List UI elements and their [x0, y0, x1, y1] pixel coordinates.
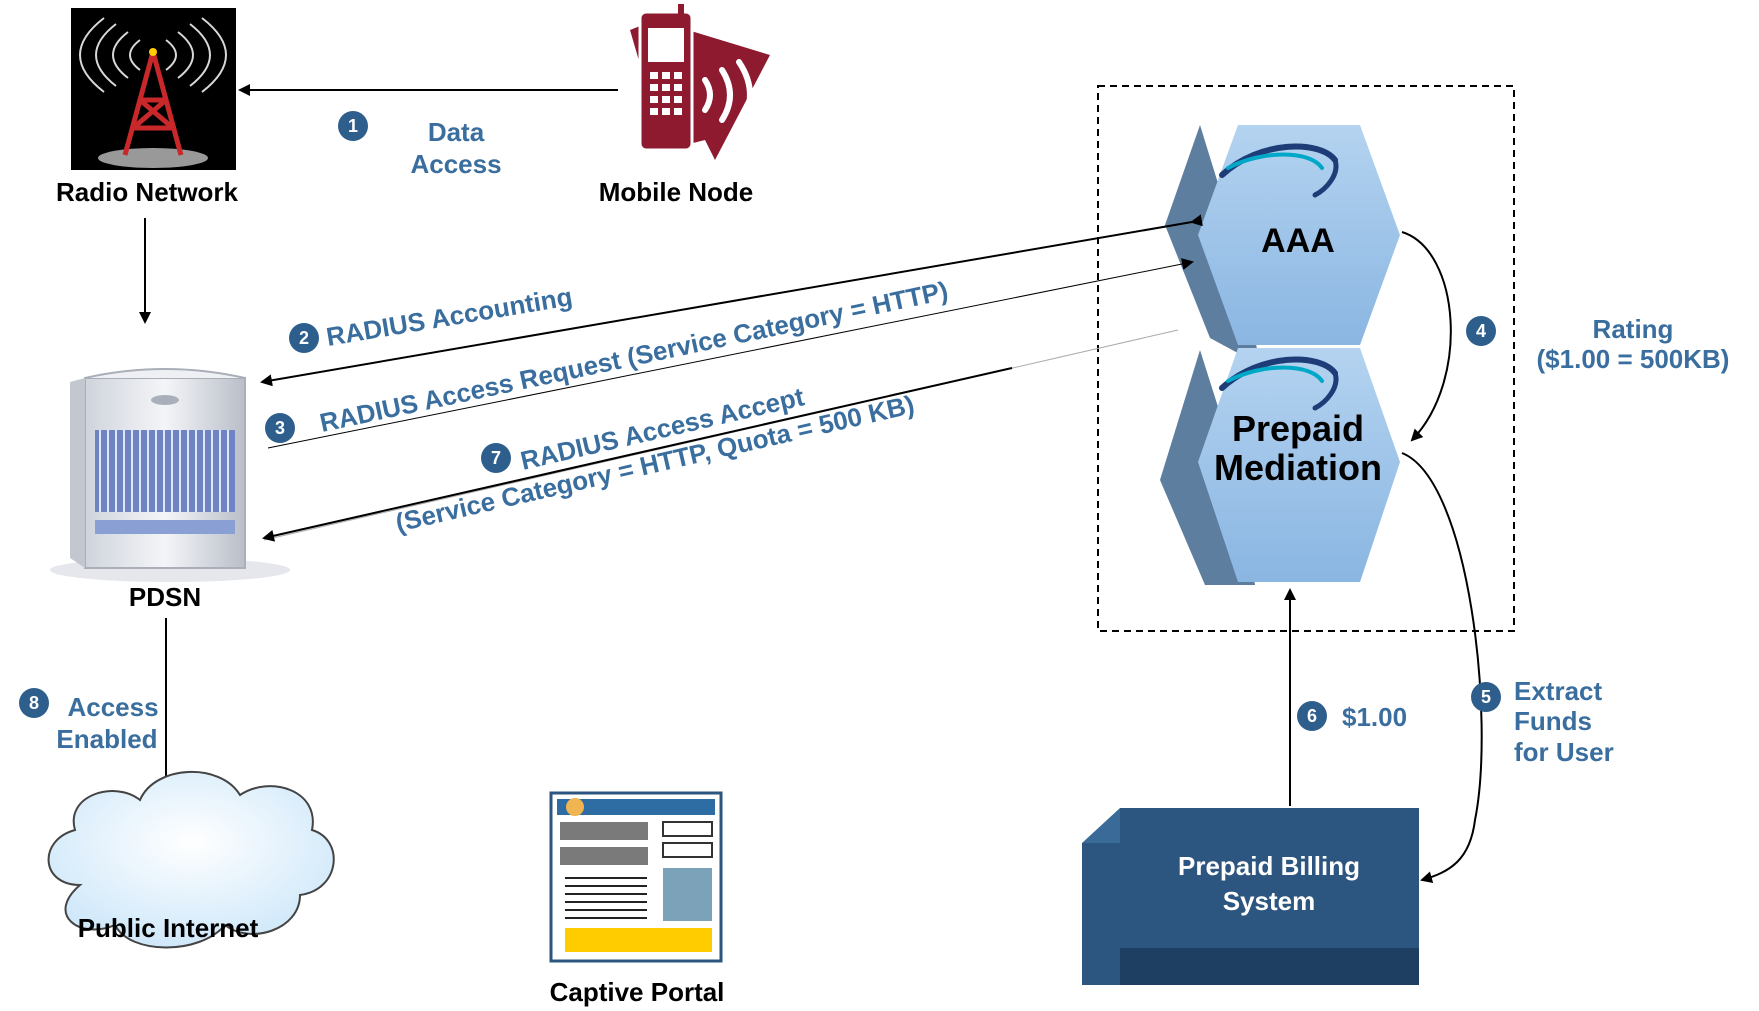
step-7-badge: 7 — [481, 443, 511, 473]
pdsn-server-icon — [50, 368, 290, 582]
step-5-label-line3: for User — [1514, 737, 1614, 767]
step-2-label: RADIUS Accounting — [324, 281, 574, 352]
step-3-badge: 3 — [265, 413, 295, 443]
radio-network-label: Radio Network — [56, 177, 239, 207]
step-4-label-line2: ($1.00 = 500KB) — [1537, 344, 1730, 374]
rating-arrow — [1401, 231, 1452, 442]
radius-access-accept-line — [262, 367, 1013, 542]
swoosh-logo-icon — [1219, 143, 1339, 198]
radius-accounting-line — [260, 214, 1203, 387]
step-1-label-line2: Access — [410, 149, 501, 179]
step-4-label-line1: Rating — [1593, 314, 1674, 344]
aaa-label: AAA — [1261, 222, 1335, 260]
radius-access-request-line — [267, 258, 1194, 449]
prepaid-billing-label-line2: System — [1223, 886, 1316, 916]
step-8-label-line2: Enabled — [56, 724, 157, 754]
radio-tower-icon — [71, 8, 236, 170]
step-1-label-line1: Data — [428, 117, 485, 147]
mobile-node-label: Mobile Node — [599, 177, 754, 207]
svg-text:3: 3 — [275, 418, 285, 438]
svg-text:8: 8 — [29, 693, 39, 713]
step-8-label-line1: Access — [67, 692, 158, 722]
step-5-label-line1: Extract — [1514, 676, 1602, 706]
swoosh-logo-icon — [1219, 356, 1339, 411]
prepaid-billing-label-line1: Prepaid Billing — [1178, 851, 1360, 881]
step-4-badge: 4 — [1466, 316, 1496, 346]
captive-portal-label: Captive Portal — [550, 977, 725, 1007]
step-5-badge: 5 — [1471, 682, 1501, 712]
pdsn-label: PDSN — [129, 582, 201, 612]
step-7-label-line2: (Service Category = HTTP, Quota = 500 KB… — [393, 389, 917, 538]
step-2-badge: 2 — [289, 323, 319, 353]
svg-text:2: 2 — [299, 328, 309, 348]
public-internet-label: Public Internet — [78, 913, 259, 943]
prepaid-billing-system-node — [1082, 808, 1419, 985]
prepaid-mediation-node — [1160, 348, 1400, 585]
svg-text:4: 4 — [1476, 321, 1486, 341]
step-8-badge: 8 — [19, 688, 49, 718]
prepaid-mediation-label-line2: Mediation — [1214, 447, 1382, 488]
step-1-badge: 1 — [338, 111, 368, 141]
step-5-label-line2: Funds — [1514, 706, 1592, 736]
svg-text:7: 7 — [491, 448, 501, 468]
cloud-icon — [47, 771, 335, 949]
extract-funds-arrow — [1401, 452, 1483, 884]
mobile-phone-icon — [630, 4, 770, 160]
svg-text:6: 6 — [1307, 706, 1317, 726]
web-page-icon — [549, 791, 723, 963]
step-6-label: $1.00 — [1342, 702, 1407, 732]
aaa-server-node — [1165, 125, 1400, 365]
prepaid-mediation-label-line1: Prepaid — [1232, 408, 1364, 449]
step-6-badge: 6 — [1297, 701, 1327, 731]
svg-text:1: 1 — [348, 116, 358, 136]
svg-text:5: 5 — [1481, 687, 1491, 707]
